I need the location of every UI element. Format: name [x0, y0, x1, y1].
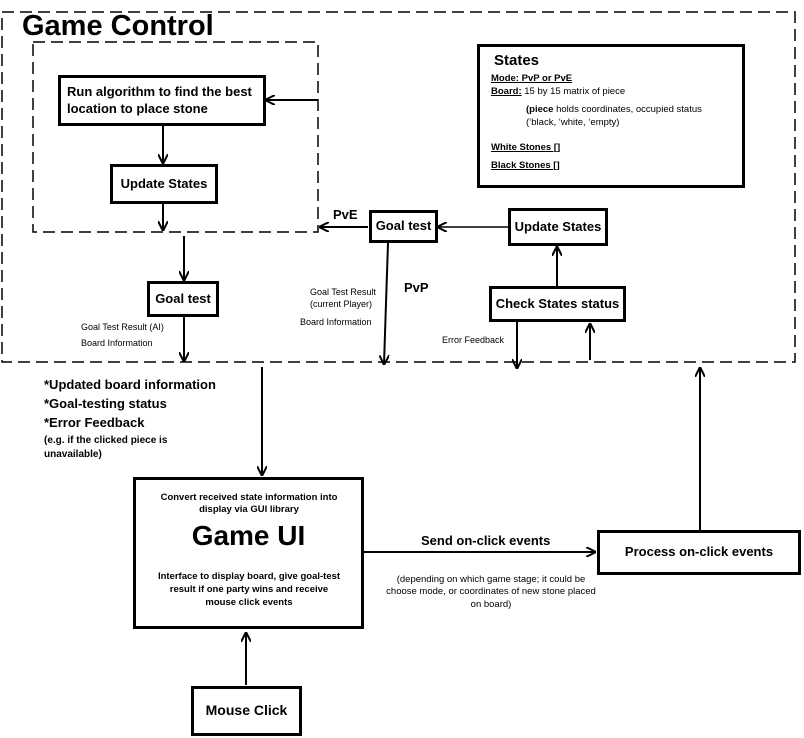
status-note: (e.g. if the clicked piece is unavailabl…: [44, 435, 168, 460]
goal-test-main-label: Goal test: [375, 218, 432, 234]
game-control-region: [1, 11, 796, 363]
states-board-label: Board:: [491, 86, 522, 97]
states-panel: States Mode: PvP or PvE Board: 15 by 15 …: [477, 44, 745, 188]
send-events-note: (depending on which game stage; it could…: [386, 574, 596, 610]
goal-result-player-label: Goal Test Result: [310, 287, 376, 297]
board-info-player-label: Board Information: [300, 317, 372, 327]
process-events-label: Process on-click events: [624, 544, 774, 560]
run-algorithm-box: Run algorithm to find the best location …: [58, 75, 266, 126]
update-states-main-label: Update States: [514, 218, 602, 234]
game-ui-top-text: Convert received state information into …: [160, 492, 338, 516]
update-states-ai-box: Update States: [110, 164, 218, 204]
status-item-goal: *Goal-testing status: [44, 396, 167, 411]
goal-test-main-box: Goal test: [369, 210, 438, 243]
goal-result-player-sub-label: (current Player): [310, 299, 373, 309]
send-events-label: Send on-click events: [421, 533, 551, 548]
status-item-error: *Error Feedback: [44, 415, 145, 430]
states-board-value: 15 by 15 matrix of piece: [521, 86, 626, 97]
run-algorithm-label: Run algorithm to find the best location …: [67, 84, 252, 116]
update-states-main-box: Update States: [508, 208, 608, 246]
board-info-ai-label: Board Information: [81, 338, 153, 348]
ai-region: [32, 41, 319, 233]
states-piece-note: (piece holds coordinates, occupied statu…: [526, 103, 731, 130]
states-piece-desc: holds coordinates, occupied status (‘bla…: [526, 104, 702, 129]
diagram-title: Game Control: [22, 10, 214, 42]
goal-result-ai-label: Goal Test Result (AI): [81, 322, 164, 332]
process-events-box: Process on-click events: [597, 530, 801, 575]
pvp-label: PvP: [404, 280, 429, 295]
states-board: Board: 15 by 15 matrix of piece: [491, 86, 625, 97]
game-ui-box: Convert received state information into …: [133, 477, 364, 629]
states-black-stones: Black Stones []: [491, 160, 560, 171]
game-ui-desc: Interface to display board, give goal-te…: [157, 571, 341, 608]
states-white-stones: White Stones []: [491, 142, 561, 153]
states-piece-label: (piece: [526, 104, 554, 115]
goal-test-ai-label: Goal test: [155, 290, 211, 306]
check-states-box: Check States status: [489, 286, 626, 322]
game-ui-title: Game UI: [191, 520, 306, 551]
goal-test-ai-box: Goal test: [147, 281, 219, 317]
mouse-click-box: Mouse Click: [191, 686, 302, 736]
pve-label: PvE: [333, 207, 358, 222]
mouse-click-label: Mouse Click: [205, 702, 288, 719]
states-mode: Mode: PvP or PvE: [491, 73, 573, 84]
error-feedback-label: Error Feedback: [442, 335, 505, 345]
update-states-ai-label: Update States: [120, 175, 208, 191]
arrow-pvp: [384, 242, 388, 364]
states-heading: States: [494, 52, 540, 69]
status-item-board: *Updated board information: [44, 377, 216, 392]
check-states-label: Check States status: [495, 295, 620, 311]
